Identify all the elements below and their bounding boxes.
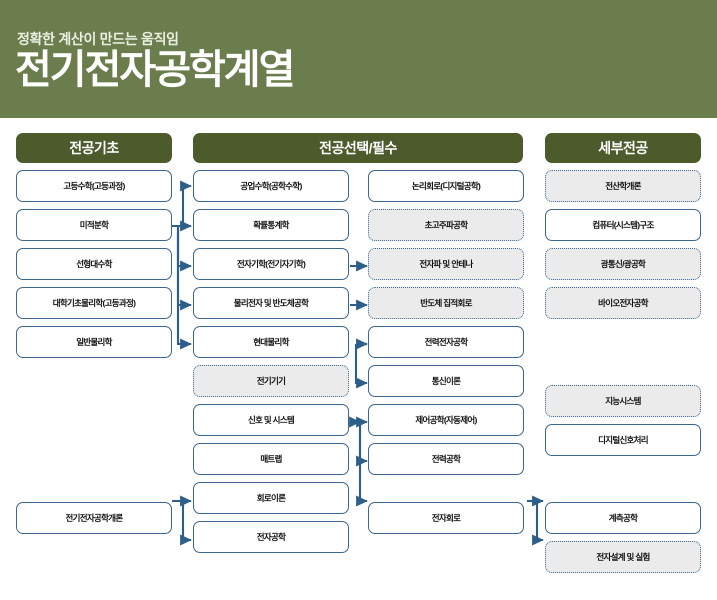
course-box-major-a-7[interactable]: 매트랩 [193,443,349,475]
course-box-major-b-1[interactable]: 초고주파공학 [368,209,524,241]
course-box-detail-0[interactable]: 전산학개론 [545,170,701,202]
banner-subtitle: 정확한 계산이 만드는 움직임 [17,31,179,47]
course-box-major-b-4[interactable]: 전력전자공학 [368,326,524,358]
column-header-detail: 세부전공 [545,133,701,163]
course-box-basic-3[interactable]: 대학기초물리학(고등과정) [16,287,172,319]
course-box-major-a-0[interactable]: 공업수학(공학수학) [193,170,349,202]
course-box-major-a-9[interactable]: 전자공학 [193,521,349,553]
course-box-major-a-3[interactable]: 물리전자 및 반도체공학 [193,287,349,319]
course-box-detail-1[interactable]: 컴퓨터(시스템)구조 [545,209,701,241]
course-box-basic-2[interactable]: 선형대수학 [16,248,172,280]
course-box-basic-4[interactable]: 일반물리학 [16,326,172,358]
course-box-detail-7[interactable]: 전자설계 및 실험 [545,540,701,573]
course-box-major-b-2[interactable]: 전자파 및 안테나 [368,248,524,280]
course-box-detail-3[interactable]: 바이오전자공학 [545,287,701,319]
course-box-basic-5[interactable]: 전기전자공학개론 [16,501,172,534]
course-box-major-a-8[interactable]: 회로이론 [193,482,349,514]
course-box-major-b-5[interactable]: 통신이론 [368,365,524,397]
page-title: 전기전자공학계열 [15,48,295,92]
column-header-basic: 전공기초 [16,133,172,163]
page-banner: 정확한 계산이 만드는 움직임 전기전자공학계열 [0,0,717,118]
course-box-major-b-8[interactable]: 전자회로 [368,501,524,534]
course-box-major-b-6[interactable]: 제어공학(자동제어) [368,404,524,436]
course-box-major-b-3[interactable]: 반도체 집적회로 [368,287,524,319]
course-box-detail-2[interactable]: 광통신/광공학 [545,248,701,280]
course-box-major-b-0[interactable]: 논리회로(디지털공학) [368,170,524,202]
course-box-major-b-7[interactable]: 전력공학 [368,443,524,475]
course-box-major-a-5[interactable]: 전기기기 [193,365,349,397]
course-box-detail-5[interactable]: 디지털신호처리 [545,423,701,456]
course-box-major-a-6[interactable]: 신호 및 시스템 [193,404,349,436]
course-box-detail-6[interactable]: 계측공학 [545,501,701,534]
column-header-major: 전공선택/필수 [193,133,523,163]
course-box-major-a-2[interactable]: 전자기학(전기자기학) [193,248,349,280]
course-box-basic-0[interactable]: 고등수학(고등과정) [16,170,172,202]
course-box-major-a-1[interactable]: 확률통계학 [193,209,349,241]
course-box-major-a-4[interactable]: 현대물리학 [193,326,349,358]
course-box-basic-1[interactable]: 미적분학 [16,209,172,241]
course-box-detail-4[interactable]: 지능시스템 [545,384,701,417]
